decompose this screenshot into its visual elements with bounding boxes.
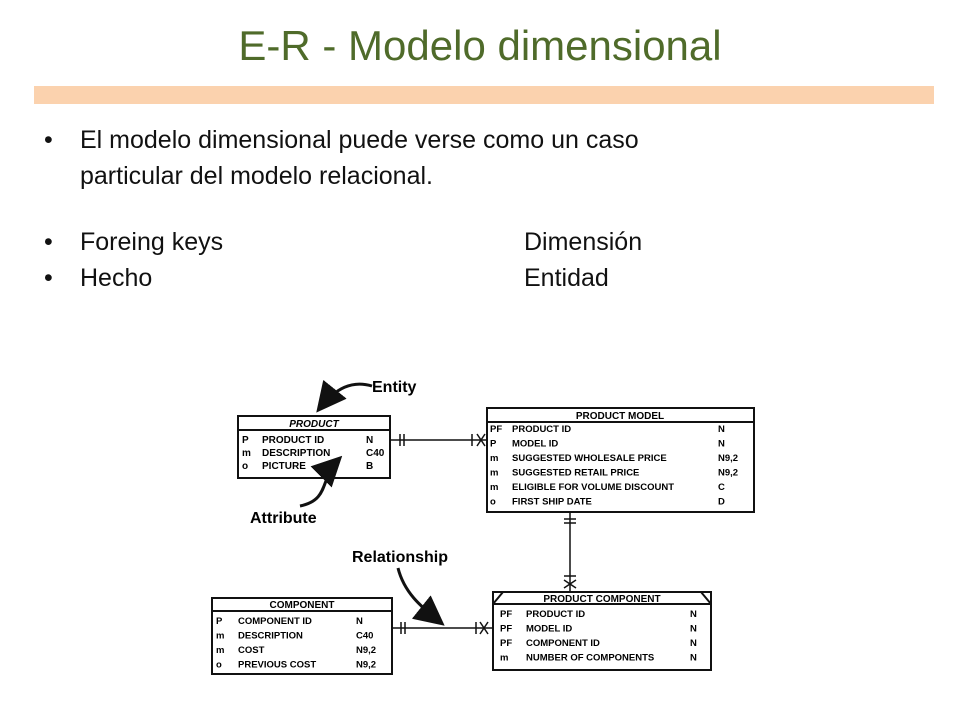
entity-row-name: SUGGESTED WHOLESALE PRICE	[512, 453, 667, 464]
entity-row-type: C	[718, 482, 725, 493]
entity-row-key: m	[216, 645, 224, 656]
entity-component-title: COMPONENT	[270, 600, 335, 611]
entity-row-type: C40	[366, 448, 385, 459]
entity-row-type: N	[718, 424, 725, 435]
bullet-hecho: • Hecho Entidad	[40, 260, 920, 296]
entity-row-key: P	[216, 616, 223, 627]
entity-row-key: o	[242, 461, 248, 472]
callout-attribute: Attribute	[250, 455, 343, 527]
entity-row-type: N	[690, 638, 697, 649]
entity-row-name: COST	[238, 645, 265, 656]
relationship-component-productcomponent	[392, 621, 493, 635]
entity-row-type: N	[356, 616, 363, 627]
entity-row-type: N9,2	[356, 660, 376, 671]
entity-row-name: SUGGESTED RETAIL PRICE	[512, 468, 639, 479]
entity-row-type: D	[718, 497, 725, 508]
entity-row-type: N	[690, 624, 697, 635]
relationship-product-productmodel	[390, 433, 487, 447]
entity-row-key: m	[500, 653, 508, 664]
entity-row-name: PRODUCT ID	[526, 609, 585, 620]
entity-row-type: N	[690, 609, 697, 620]
entity-row-name: DESCRIPTION	[238, 631, 303, 642]
entity-row-type: N	[366, 435, 373, 446]
entity-product-model-title: PRODUCT MODEL	[576, 411, 664, 422]
entity-row-key: PF	[500, 624, 512, 635]
bullet-intro-line2: particular del modelo relacional.	[80, 162, 433, 190]
entity-row-name: COMPONENT ID	[526, 638, 600, 649]
bullet-dot: •	[44, 264, 53, 292]
bullet-dimension-label: Dimensión	[524, 228, 643, 256]
entity-row-type: N	[690, 653, 697, 664]
entity-row-key: m	[490, 468, 498, 479]
entity-row-name: PRODUCT ID	[262, 435, 324, 446]
entity-row-key: PF	[500, 638, 512, 649]
entity-row-type: N9,2	[718, 468, 738, 479]
entity-row-key: PF	[500, 609, 512, 620]
entity-row-name: PRODUCT ID	[512, 424, 571, 435]
entity-component: COMPONENT P COMPONENT ID Nm DESCRIPTION C40 m…	[211, 597, 393, 675]
bullet-foreign-keys: • Foreing keys Dimensión	[40, 224, 920, 260]
callout-relationship: Relationship	[352, 549, 448, 626]
entity-row-key: m	[490, 453, 498, 464]
entity-row-name: ELIGIBLE FOR VOLUME DISCOUNT	[512, 482, 674, 493]
bullet-dot: •	[44, 126, 53, 154]
entity-row-type: N9,2	[718, 453, 738, 464]
entity-row-type: N9,2	[356, 645, 376, 656]
entity-product-component: PRODUCT COMPONENT PF PRODUCT ID N PF MODEL I…	[492, 591, 712, 671]
callout-entity-label: Entity	[372, 379, 417, 396]
entity-row-key: P	[490, 439, 497, 450]
entity-row-key: o	[490, 497, 496, 508]
bullet-intro-line1: El modelo dimensional puede verse como u…	[80, 126, 639, 154]
entity-row-key: P	[242, 435, 249, 446]
entity-row-name: DESCRIPTION	[262, 448, 330, 459]
callout-attribute-label: Attribute	[250, 510, 317, 527]
relationship-productmodel-productcomponent	[563, 512, 577, 592]
entity-row-name: PICTURE	[262, 461, 306, 472]
entity-row-name: NUMBER OF COMPONENTS	[526, 653, 654, 664]
bullet-foreign-keys-label: Foreing keys	[80, 228, 224, 256]
bullet-dot: •	[44, 228, 53, 256]
bullet-hecho-label: Hecho	[80, 264, 153, 292]
callout-relationship-label: Relationship	[352, 549, 448, 566]
entity-row-type: B	[366, 461, 373, 472]
entity-row-type: C40	[356, 631, 373, 642]
entity-product-title: PRODUCT	[289, 419, 339, 430]
entity-row-key: o	[216, 660, 222, 671]
callout-entity: Entity	[316, 379, 417, 413]
bullet-list: • El modelo dimensional puede verse como…	[40, 122, 920, 296]
entity-row-name: COMPONENT ID	[238, 616, 312, 627]
bullet-intro: • El modelo dimensional puede verse como…	[40, 122, 920, 194]
entity-row-key: m	[490, 482, 498, 493]
entity-row-name: FIRST SHIP DATE	[512, 497, 592, 508]
entity-product-component-title: PRODUCT COMPONENT	[543, 594, 660, 605]
slide-title: E-R - Modelo dimensional	[238, 22, 722, 69]
entity-row-key: m	[216, 631, 224, 642]
entity-product: PRODUCT P PRODUCT ID Nm DESCRIPTION C40 o PICT…	[237, 415, 391, 479]
bullet-entidad-label: Entidad	[524, 264, 609, 292]
entity-row-key: m	[242, 448, 251, 459]
entity-row-type: N	[718, 439, 725, 450]
title-underline-bar	[34, 86, 934, 104]
entity-row-key: PF	[490, 424, 502, 435]
entity-row-name: PREVIOUS COST	[238, 660, 316, 671]
entity-row-name: MODEL ID	[526, 624, 572, 635]
entity-row-name: MODEL ID	[512, 439, 558, 450]
